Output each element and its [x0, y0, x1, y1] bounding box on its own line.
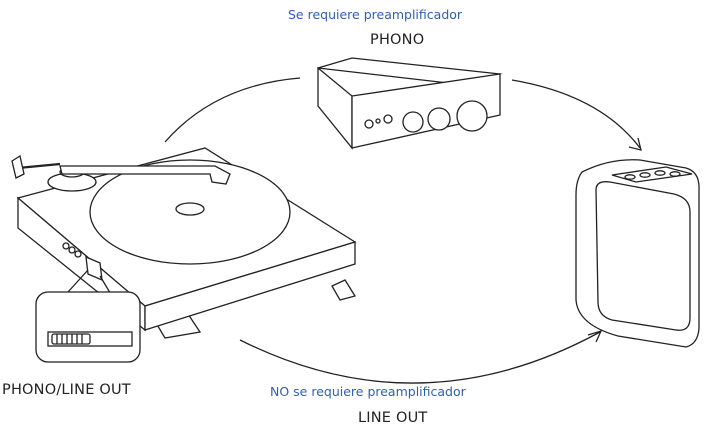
- magnifier-frame: [35, 291, 141, 363]
- arc-turntable-to-preamp: [164, 77, 301, 143]
- turntable-foot-right: [331, 279, 357, 301]
- bottom-mode-label: LINE OUT: [358, 410, 428, 426]
- headshell: [11, 154, 25, 179]
- connection-arcs: [164, 77, 641, 384]
- phono-preamp-icon: [317, 57, 503, 150]
- spindle: [175, 202, 205, 216]
- switch-label: PHONO/LINE OUT: [2, 382, 131, 398]
- arrowheads: [587, 137, 642, 343]
- switch-knob: [51, 333, 91, 345]
- control-dot: [68, 246, 76, 254]
- tonearm: [59, 165, 231, 185]
- control-dot: [74, 250, 82, 258]
- arrowhead-bottom: [587, 329, 603, 343]
- arrowhead-top: [628, 137, 642, 151]
- turntable-side: [144, 241, 356, 331]
- switch-magnifier-icon: [35, 269, 141, 363]
- control-dot: [62, 242, 70, 250]
- arc-preamp-to-speaker: [511, 79, 641, 149]
- speaker-icon: [575, 159, 700, 348]
- bottom-note-label: NO se requiere preamplificador: [270, 384, 466, 399]
- arc-turntable-to-speaker: [239, 331, 601, 384]
- top-note-label: Se requiere preamplificador: [288, 7, 463, 22]
- tonearm-handle: [17, 162, 61, 170]
- top-mode-label: PHONO: [370, 32, 425, 48]
